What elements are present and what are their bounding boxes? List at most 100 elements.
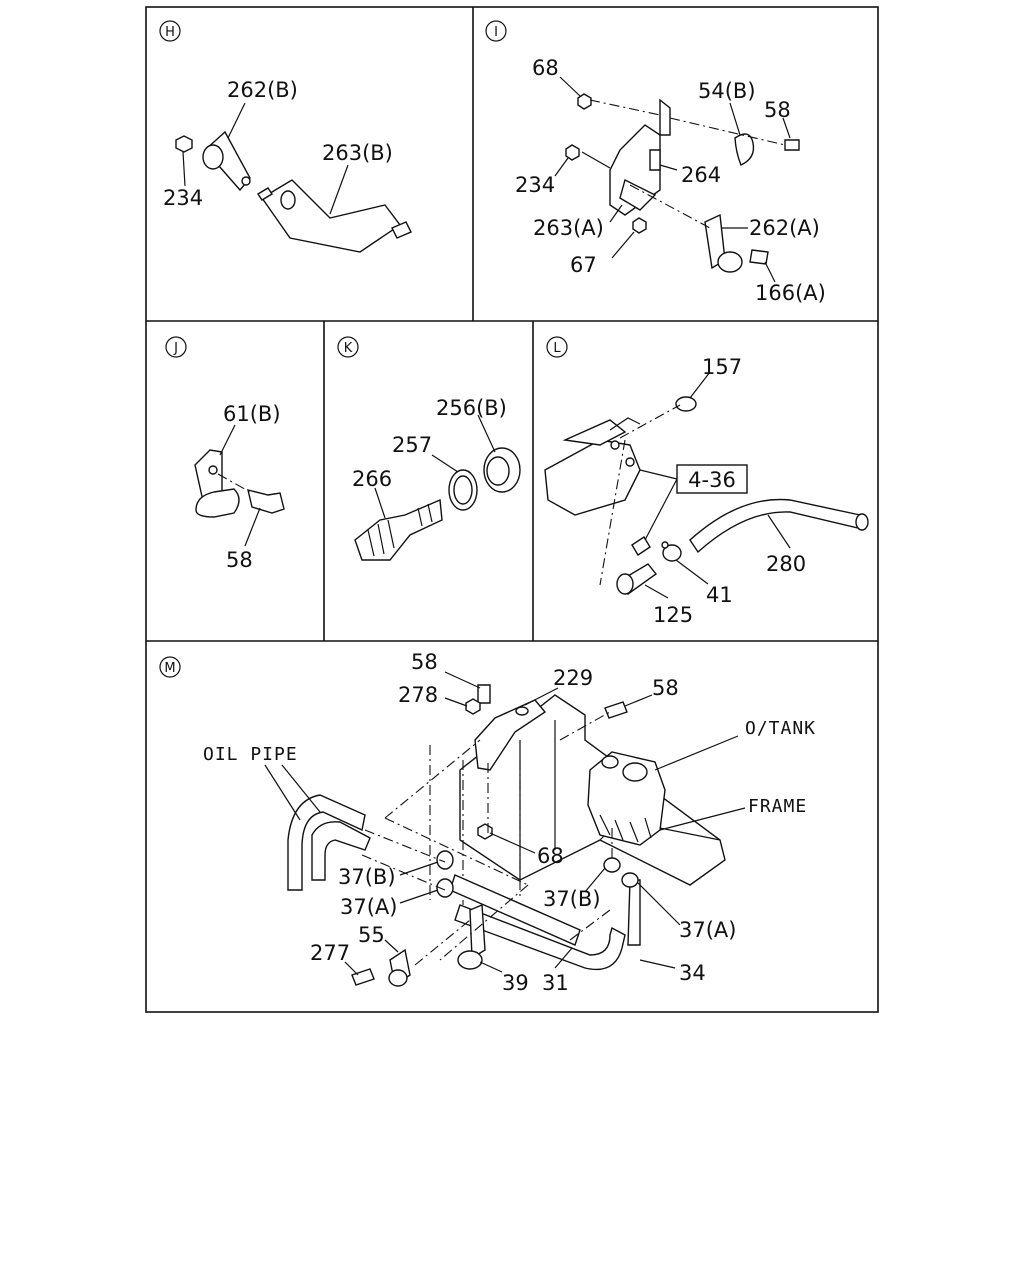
bolt-264: [649, 149, 661, 171]
label-257: 257: [392, 433, 432, 457]
oil-pipes: [287, 794, 371, 891]
label-277: 277: [310, 941, 350, 965]
label-157: 157: [702, 355, 742, 379]
pump-body: [544, 417, 641, 516]
bolt-h: [257, 187, 273, 201]
clamp-37a-right: [621, 872, 639, 888]
label-31: 31: [542, 971, 569, 995]
clamp-37a-left: [436, 878, 454, 898]
leader-257: [431, 454, 459, 473]
label-34: 34: [679, 961, 706, 985]
label-68-i: 68: [532, 56, 559, 80]
clip-262a: [704, 213, 743, 273]
label-39: 39: [502, 971, 529, 995]
clamp-37b-right: [603, 857, 621, 873]
panel-marker-k: K: [337, 336, 359, 358]
leader-61b: [219, 424, 236, 456]
label-55: 55: [358, 923, 385, 947]
label-263a: 263(A): [533, 216, 604, 240]
label-262b: 262(B): [227, 78, 298, 102]
leader-256b: [477, 414, 496, 453]
panel-i: I: [485, 20, 826, 305]
label-264: 264: [681, 163, 721, 187]
panel-marker-m: M: [159, 656, 181, 678]
label-37a-left: 37(A): [340, 895, 397, 919]
label-frame: FRAME: [748, 796, 807, 817]
panel-l: L: [544, 336, 869, 627]
label-4-36: 4-36: [688, 468, 736, 492]
dash-lines-i: [589, 99, 786, 229]
label-37b-left: 37(B): [338, 865, 396, 889]
label-o-tank: O/TANK: [745, 718, 816, 739]
label-68-m: 68: [537, 844, 564, 868]
leader-58-j: [244, 507, 261, 547]
label-67: 67: [570, 253, 597, 277]
nut-234-h: [175, 135, 193, 153]
leaders-m: [264, 671, 746, 976]
clip-54b: [734, 133, 755, 166]
clip-55: [388, 948, 411, 987]
label-61b: 61(B): [223, 402, 281, 426]
label-229: 229: [553, 666, 593, 690]
label-234-h: 234: [163, 186, 203, 210]
leaders-i: [554, 76, 791, 283]
svg-text:L: L: [553, 341, 561, 356]
bracket-229: [474, 699, 547, 771]
label-166a: 166(A): [755, 281, 826, 305]
label-58-j: 58: [226, 548, 253, 572]
leader-266: [374, 487, 386, 519]
panel-marker-j: J: [165, 336, 187, 358]
hose-31: [454, 904, 626, 971]
panel-marker-i: I: [485, 20, 507, 42]
hose-280: [689, 498, 869, 554]
callout-box-4-36: 4-36: [639, 464, 748, 541]
bracket-263a: [609, 98, 671, 216]
label-58-m-top: 58: [411, 650, 438, 674]
bolt-58-right: [604, 701, 628, 719]
panel-marker-h: H: [159, 20, 181, 42]
o-ring-157: [675, 396, 697, 412]
bolt-277: [351, 968, 375, 986]
label-278: 278: [398, 683, 438, 707]
dash-lines-l: [599, 404, 681, 586]
panel-m: M: [159, 650, 816, 995]
snap-ring-257: [448, 469, 478, 511]
hose-34: [627, 879, 641, 946]
bracket-263b: [260, 179, 412, 253]
fitting-266: [354, 498, 443, 561]
svg-text:I: I: [494, 25, 498, 40]
clamp-41: [661, 541, 682, 562]
label-37b-right: 37(B): [543, 887, 601, 911]
label-263b: 263(B): [322, 141, 393, 165]
panel-marker-l: L: [546, 336, 568, 358]
oil-tank: [587, 751, 666, 846]
label-280: 280: [766, 552, 806, 576]
label-234-i: 234: [515, 173, 555, 197]
frame-rail: [429, 694, 726, 905]
clip-262b: [202, 130, 251, 192]
nut-68-i: [577, 93, 592, 110]
nut-234-i: [565, 144, 580, 161]
nut-67: [632, 217, 647, 234]
panel-k: K 256(B) 257 266: [337, 336, 521, 561]
clip-61b: [194, 449, 240, 518]
label-125: 125: [653, 603, 693, 627]
label-58-i: 58: [764, 98, 791, 122]
bolt-58-i: [784, 139, 800, 151]
label-54b: 54(B): [698, 79, 756, 103]
pipe-125: [616, 536, 658, 595]
label-41: 41: [706, 583, 733, 607]
clip-39: [457, 903, 486, 970]
svg-text:J: J: [173, 341, 178, 356]
svg-text:M: M: [164, 661, 175, 676]
bolt-58-j: [247, 489, 285, 514]
label-37a-right: 37(A): [679, 918, 736, 942]
svg-text:K: K: [344, 341, 353, 356]
label-256b: 256(B): [436, 396, 507, 420]
label-262a: 262(A): [749, 216, 820, 240]
bolt-58-top: [477, 684, 491, 704]
label-58-m-right: 58: [652, 676, 679, 700]
panel-h: H 262(B) 263(B) 234: [159, 20, 412, 253]
label-266: 266: [352, 467, 392, 491]
